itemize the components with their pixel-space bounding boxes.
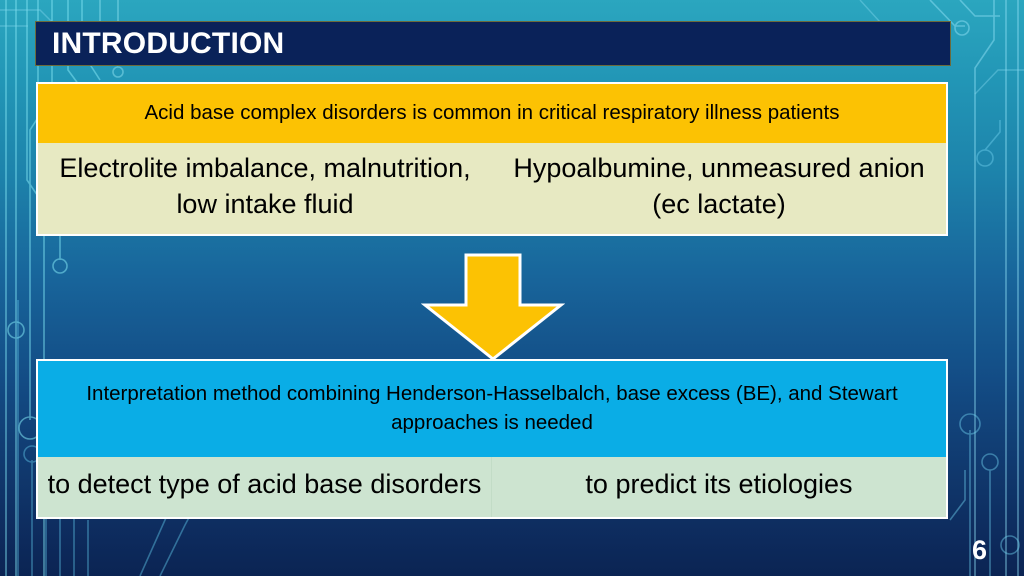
goal-cell-right: to predict its etiologies	[585, 469, 853, 500]
method-group: Interpretation method combining Henderso…	[36, 359, 948, 519]
slide-title-bar: INTRODUCTION	[35, 21, 951, 66]
page-title: INTRODUCTION	[52, 26, 285, 60]
causes-group: Acid base complex disorders is common in…	[36, 82, 948, 237]
cause-cell-left: Electrolite imbalance, malnutrition, low…	[59, 153, 471, 219]
page-number: 6	[971, 535, 987, 565]
cause-row: Electrolite imbalance, malnutrition, low…	[38, 143, 946, 235]
cause-cell-right: Hypoalbumine, unmeasured anion (ec lacta…	[513, 153, 925, 219]
goal-row: to detect type of acid base disorders to…	[38, 457, 946, 517]
goal-cell-left: to detect type of acid base disorders	[38, 457, 492, 517]
cause-banner: Acid base complex disorders is common in…	[38, 84, 946, 144]
down-arrow-icon	[421, 253, 565, 361]
method-banner: Interpretation method combining Henderso…	[38, 361, 946, 458]
